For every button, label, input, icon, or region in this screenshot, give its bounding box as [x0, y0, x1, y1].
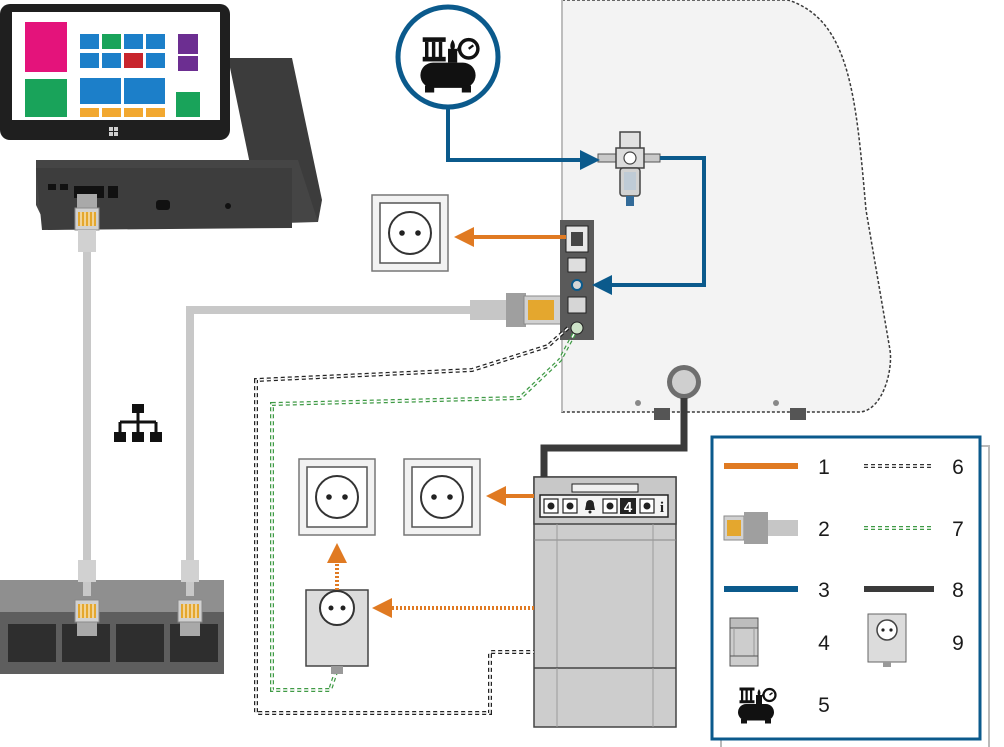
- legend-number: 3: [818, 579, 830, 602]
- power-adapter: [305, 589, 369, 674]
- legend-item-5: 5: [736, 686, 830, 725]
- compressor-badge: [395, 4, 501, 110]
- legend-number: 7: [952, 518, 964, 541]
- switch-port: [116, 624, 164, 662]
- ground-cable: [270, 333, 576, 692]
- power-adapter-feed: [327, 543, 534, 618]
- bell-icon: [585, 500, 595, 514]
- network-switch: [0, 580, 224, 674]
- windows-logo-icon: [109, 127, 118, 136]
- serial-cable: [254, 326, 570, 715]
- info-label: i: [660, 500, 664, 516]
- legend-item-2: 2: [723, 512, 830, 544]
- legend-item-3: 3: [724, 579, 830, 602]
- legend-number: 1: [818, 456, 830, 479]
- legend-item-1: 1: [724, 456, 830, 479]
- legend-symbol-power-adapter: [867, 613, 907, 667]
- legend-number: 4: [818, 632, 830, 655]
- legend-number: 8: [952, 579, 964, 602]
- connector-panel: [560, 220, 594, 340]
- control-panel-display: 4 i: [539, 494, 669, 518]
- legend-item-6: 6: [864, 456, 964, 479]
- legend-symbol-network-plug: [723, 512, 798, 544]
- control-panel-digit: 4: [624, 499, 633, 516]
- legend: 1 2 3 4: [710, 435, 990, 747]
- tablet: [0, 4, 230, 140]
- control-unit: 4 i: [533, 476, 677, 728]
- legend-item-9: 9: [867, 613, 964, 667]
- legend-item-8: 8: [864, 579, 964, 602]
- tablet-dock: [0, 4, 322, 230]
- control-cable-port: [667, 365, 701, 399]
- legend-item-4: 4: [729, 617, 830, 667]
- compressed-air-hose: [446, 96, 706, 295]
- wall-socket-adapter: [298, 458, 376, 536]
- air-filter-regulator: [597, 131, 661, 206]
- dock-power-jack: [156, 200, 170, 210]
- wall-socket-control-unit: [403, 458, 481, 536]
- legend-symbol-control-unit: [729, 617, 759, 667]
- legend-number: 2: [818, 518, 830, 541]
- legend-number: 6: [952, 456, 964, 479]
- legend-number: 9: [952, 632, 964, 655]
- dock-usb-port: [60, 184, 68, 190]
- wall-socket-main-unit: [371, 194, 449, 272]
- switch-port: [8, 624, 56, 662]
- control-cable: [540, 398, 688, 477]
- dock-hdmi-port: [108, 186, 118, 198]
- network-topology-icon: [114, 404, 162, 442]
- legend-number: 5: [818, 694, 830, 717]
- main-unit: [560, 0, 892, 420]
- dock-usb-port: [48, 184, 56, 190]
- legend-item-7: 7: [864, 518, 964, 541]
- network-cable-tablet: [74, 193, 100, 637]
